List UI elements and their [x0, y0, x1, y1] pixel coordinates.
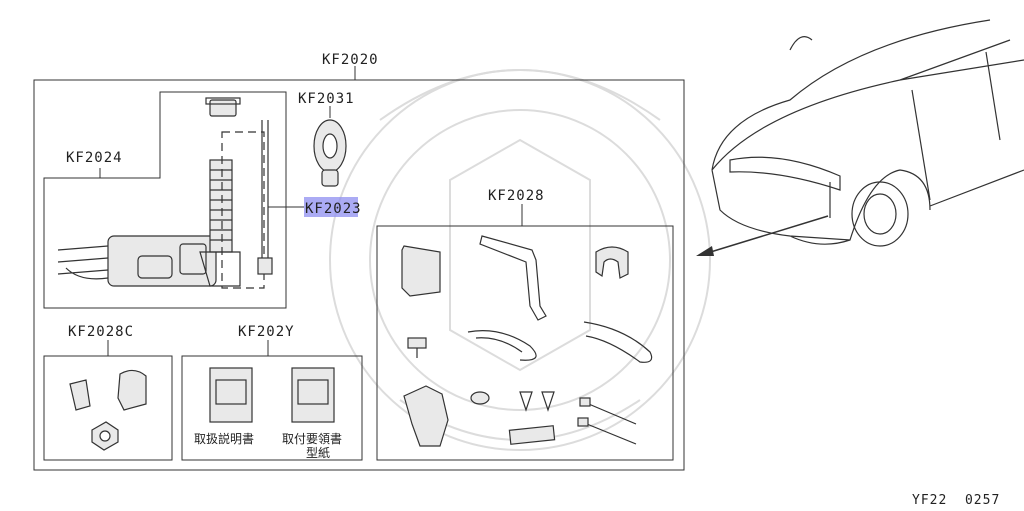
antenna-label-highlight	[304, 197, 358, 217]
sensor-module-icon	[57, 159, 241, 287]
label-kf2020[interactable]: KF2020	[322, 52, 379, 68]
label-kf2028[interactable]: KF2028	[488, 188, 545, 204]
label-kf202y[interactable]: KF202Y	[238, 324, 295, 340]
label-kf2028c[interactable]: KF2028C	[68, 324, 134, 340]
label-kf2023[interactable]: KF2023	[305, 201, 362, 217]
watermark	[329, 69, 711, 451]
location-arrow-icon	[696, 215, 829, 256]
manuals-box	[181, 355, 363, 461]
clip-kit-parts	[69, 369, 147, 451]
bracket-kit-parts	[401, 235, 653, 447]
vehicle-icon	[711, 19, 1024, 247]
antenna-rod-icon	[221, 120, 273, 289]
grommet-icon	[313, 119, 347, 187]
kit-box	[33, 79, 685, 471]
manual-2-caption-line1: 取付要領書	[282, 431, 342, 446]
manual-2-caption-line2: 型紙	[306, 445, 330, 460]
dust-cap-icon	[205, 97, 241, 117]
manual-2-icon	[291, 367, 335, 423]
sensor-module-box	[43, 91, 287, 309]
label-kf2024[interactable]: KF2024	[66, 150, 123, 166]
manual-1-icon	[209, 367, 253, 423]
diagram-code: YF22 0257	[912, 493, 1000, 508]
bracket-kit-box	[376, 225, 674, 461]
label-kf2031[interactable]: KF2031	[298, 91, 355, 107]
manual-1-caption: 取扱説明書	[194, 431, 254, 446]
